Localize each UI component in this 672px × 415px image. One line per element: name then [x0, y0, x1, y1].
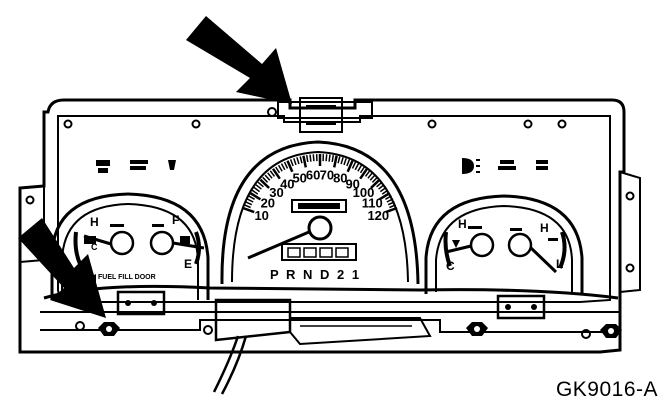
fuel-full-label: F: [172, 213, 179, 227]
speedometer-tick: [380, 187, 386, 191]
speedometer-tick: [297, 157, 299, 164]
warning-lamp-panel-left: [96, 160, 176, 173]
speedometer-tick: [341, 157, 343, 164]
temp-hot-label: H: [90, 215, 99, 229]
temp-cold-label: C: [91, 242, 98, 252]
speedometer-tick: [310, 155, 311, 162]
speedometer-tick: [291, 159, 294, 166]
speedometer-tick: [347, 159, 350, 166]
fuel-gauge-hub: [151, 232, 173, 254]
seatbelt-icon: [168, 160, 176, 170]
left-arrow-icon: [18, 218, 106, 318]
right-bracket: [498, 296, 544, 318]
right-temp-hot-label: H: [458, 217, 467, 231]
speedometer-tick: [285, 162, 288, 168]
right-temp-gauge-hub: [471, 234, 493, 256]
speedometer-tick: [260, 180, 269, 188]
speedometer-tick-label: 120: [367, 208, 389, 223]
warning-lamp-panel-right: [462, 158, 548, 174]
speedometer-tick-label: 60: [306, 167, 320, 182]
speedometer-tick: [358, 165, 362, 171]
oil-gauge-needle: [531, 248, 556, 272]
speedometer-tick: [334, 156, 336, 168]
oil-low-label: L: [556, 257, 563, 271]
figure-id: GK9016-A: [556, 378, 658, 402]
top-arrow-callout: [186, 16, 292, 104]
temp-gauge-hub: [111, 232, 133, 254]
speedometer-tick: [338, 156, 340, 163]
speedometer-tick: [313, 154, 314, 161]
speedometer-tick: [268, 173, 272, 178]
speedometer-tick: [273, 169, 280, 179]
speedometer-tick-label: 70: [320, 167, 334, 182]
speedometer-tick: [279, 165, 283, 171]
speedometer-tick: [355, 164, 358, 170]
right-temp-gauge-needle: [446, 246, 471, 252]
oil-gauge-hub: [509, 234, 531, 256]
speedometer-tick: [326, 154, 327, 161]
gear-indicator: P R N D 2 1: [270, 267, 361, 282]
speedometer-tick-label: 50: [292, 170, 306, 185]
speedometer-hub: [309, 217, 331, 239]
speedometer-tick: [246, 202, 252, 205]
fuel-fill-door-note: FUEL FILL DOOR: [98, 274, 156, 281]
speedometer-tick: [244, 205, 250, 208]
speedometer-tick: [329, 155, 330, 162]
speedometer-tick: [294, 158, 296, 165]
right-temp-cold-label: C: [446, 259, 455, 273]
speedometer-tick: [300, 156, 302, 163]
oil-high-label: H: [540, 221, 549, 235]
speedometer-tick: [379, 185, 384, 189]
top-arrow-icon: [186, 16, 292, 104]
speedometer-tick: [247, 199, 253, 202]
left-arrow-callout: [18, 218, 106, 318]
speedometer-tick: [307, 155, 308, 162]
right-gauge-pod: H C H L: [426, 196, 582, 294]
fuel-empty-label: E: [184, 257, 192, 271]
speedometer-tick: [243, 208, 254, 212]
headlamp-icon: [462, 158, 474, 174]
speedometer-tick: [254, 187, 260, 191]
speedometer-tick: [256, 185, 261, 189]
speedometer-tick: [353, 162, 356, 168]
speedometer-tick: [303, 156, 305, 168]
speedometer-tick: [332, 155, 333, 162]
speedometer-tick: [344, 158, 346, 165]
speedometer-tick: [368, 173, 372, 178]
speedometer-tick: [360, 169, 367, 179]
speedometer-tick: [282, 164, 285, 170]
